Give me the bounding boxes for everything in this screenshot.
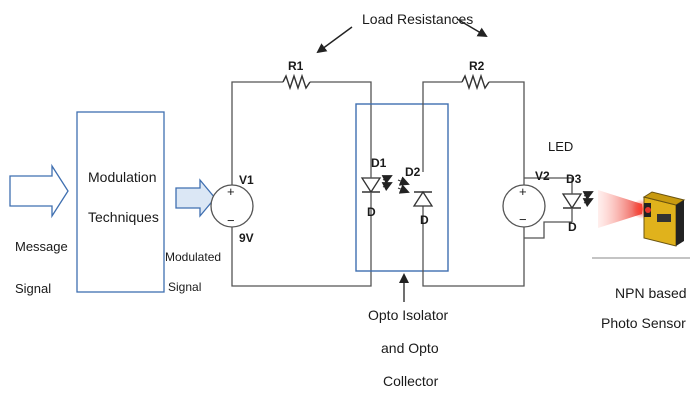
left-circuit-wires bbox=[231, 81, 372, 287]
led-label: LED bbox=[548, 139, 573, 154]
r2-label: R2 bbox=[469, 59, 485, 73]
modulated-label-line2: Signal bbox=[168, 280, 201, 294]
photodiode-d2 bbox=[397, 176, 434, 207]
v2-minus-sign: − bbox=[519, 212, 527, 227]
voltage-source-v2 bbox=[502, 184, 546, 228]
voltage-source-v1 bbox=[210, 184, 254, 228]
message-signal-arrow bbox=[9, 163, 69, 219]
opto-isolator-box bbox=[355, 103, 449, 272]
modulated-signal-arrow bbox=[175, 178, 216, 218]
d1-sub-label: D bbox=[367, 205, 376, 219]
load-arrow-right bbox=[456, 18, 488, 38]
modulation-box bbox=[76, 111, 165, 293]
d3-label: D3 bbox=[566, 172, 582, 186]
message-label-line1: Message bbox=[15, 239, 68, 254]
photo-sensor-image bbox=[592, 190, 690, 259]
d2-label: D2 bbox=[405, 165, 421, 179]
r1-label: R1 bbox=[288, 59, 304, 73]
led-d3 bbox=[561, 188, 594, 222]
d3-sub-label: D bbox=[568, 220, 577, 234]
sensor-label-line1: NPN based bbox=[615, 285, 687, 301]
opto-label-line2: and Opto bbox=[381, 340, 439, 356]
resistor-r2 bbox=[461, 73, 490, 91]
load-resistances-label: Load Resistances bbox=[362, 11, 473, 27]
v2-plus-sign: + bbox=[519, 184, 527, 199]
resistor-r1 bbox=[282, 73, 311, 91]
opto-label-line3: Collector bbox=[383, 373, 439, 389]
right-circuit-wires bbox=[422, 81, 573, 287]
v1-plus-sign: + bbox=[227, 184, 235, 199]
d1-label: D1 bbox=[371, 156, 387, 170]
modulated-label-line1: Modulated bbox=[165, 250, 221, 264]
d2-sub-label: D bbox=[420, 213, 429, 227]
message-label-line2: Signal bbox=[15, 281, 51, 296]
modulation-label-line1: Modulation bbox=[88, 169, 157, 185]
opto-label-line1: Opto Isolator bbox=[368, 307, 448, 323]
v2-label: V2 bbox=[535, 169, 550, 183]
v1-value: 9V bbox=[239, 231, 254, 245]
v1-label: V1 bbox=[239, 173, 254, 187]
load-arrow-left bbox=[316, 26, 353, 54]
v1-minus-sign: − bbox=[227, 213, 235, 228]
sensor-label-line2: Photo Sensor bbox=[601, 315, 686, 331]
modulation-label-line2: Techniques bbox=[88, 209, 159, 225]
led-d1 bbox=[360, 172, 393, 200]
